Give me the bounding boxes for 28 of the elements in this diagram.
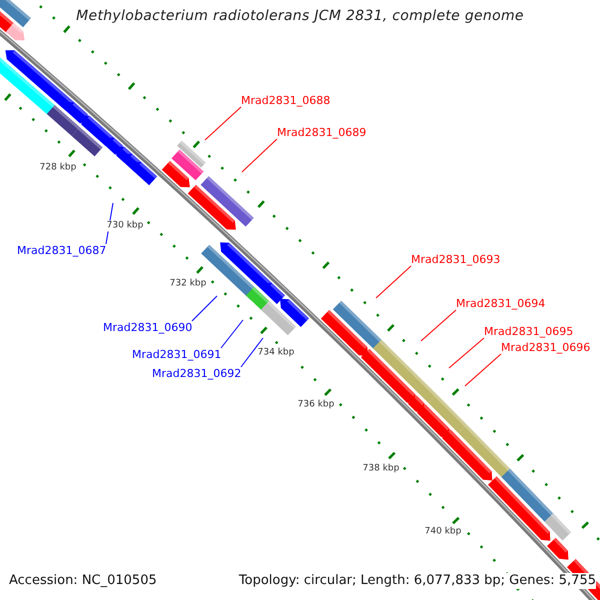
leader-line — [376, 266, 412, 298]
leader-line — [204, 106, 242, 140]
position-label: 734 kbp — [256, 348, 296, 358]
gene-label: Mrad2831_0691 — [132, 348, 222, 361]
leader-line — [192, 296, 218, 322]
position-label: 732 kbp — [168, 278, 208, 290]
gene-label: Mrad2831_0690 — [103, 321, 192, 334]
diagram-title: Methylobacterium radiotolerans JCM 2831, complete genome — [75, 8, 525, 24]
leader-line — [464, 354, 502, 386]
position-label: 740 kbp — [424, 526, 462, 538]
position-label: 730 kbp — [106, 220, 144, 232]
gene-label: Mrad2831_0695 — [484, 325, 574, 338]
footer-text: Accession: NC_010505 — [9, 573, 157, 589]
gene-label: Mrad2831_0694 — [456, 297, 546, 310]
position-label: 738 kbp — [362, 464, 400, 474]
gene-label: Mrad2831_0687 — [17, 244, 106, 257]
gene-label: Mrad2831_0689 — [277, 126, 366, 139]
leader-line — [240, 338, 264, 368]
leader-line — [242, 138, 278, 172]
leader-line — [420, 310, 456, 342]
gene-label: Mrad2831_0696 — [501, 341, 590, 354]
gene-label: Mrad2831_0693 — [411, 253, 500, 266]
gene-label: Mrad2831_0688 — [241, 94, 330, 107]
leader-line — [448, 338, 484, 368]
position-label: 736 kbp — [296, 400, 336, 410]
leader-line — [220, 320, 244, 348]
gene-label: Mrad2831_0692 — [152, 367, 242, 380]
position-label: 728 kbp — [38, 162, 78, 174]
